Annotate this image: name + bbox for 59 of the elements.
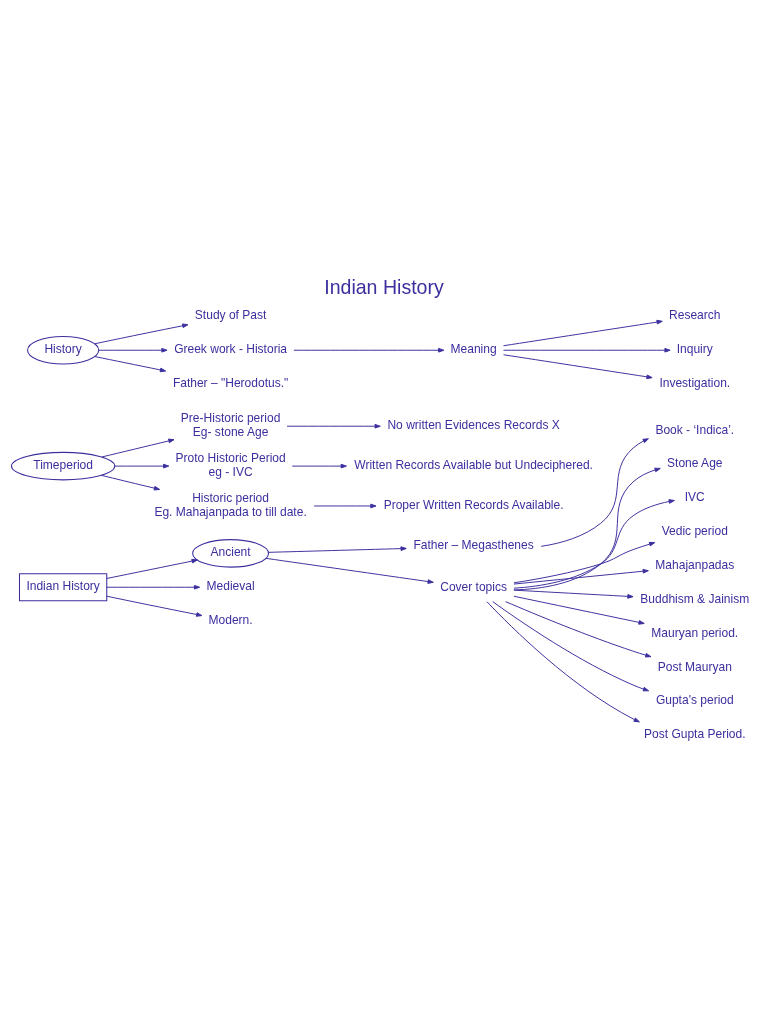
node-text: Gupta's period (655, 693, 734, 708)
node-text: Proto Historic Period eg - IVC (175, 451, 286, 479)
node-text: Medieval (206, 579, 255, 594)
arrow (313, 503, 377, 509)
node-text: Inquiry (676, 342, 713, 357)
arrow (101, 474, 161, 491)
arrow (540, 438, 649, 547)
node-text: Stone Age (667, 456, 723, 471)
node-text: Investigation. (659, 375, 731, 390)
node-text: Research (669, 308, 721, 323)
diagram-title: Indian History (324, 275, 444, 298)
arrow (513, 499, 675, 589)
arrow (492, 601, 650, 692)
node-text: Meaning (450, 342, 497, 357)
node-text: Post Mauryan (657, 659, 732, 674)
node-text: IVC (684, 490, 705, 505)
node-text: Buddhism & Jainism (640, 591, 750, 606)
node-text: No written Evidences Records X (387, 418, 560, 433)
arrow (513, 595, 645, 625)
node-text: Vedic period (661, 524, 728, 539)
arrow (291, 463, 347, 469)
arrow (106, 558, 198, 579)
arrow (286, 423, 381, 429)
arrow (98, 347, 168, 353)
node-text: Greek work - Historia (174, 342, 288, 357)
node-text: Proper Written Records Available. (383, 497, 564, 512)
arrow (101, 438, 175, 458)
node-text: Cover topics (440, 579, 507, 594)
arrow (503, 347, 671, 353)
arrow (114, 463, 170, 469)
arrow (505, 601, 652, 658)
arrow (503, 319, 663, 347)
node-text: Post Gupta Period. (644, 727, 746, 742)
arrow (267, 546, 407, 553)
node-box: Indian History (18, 573, 108, 602)
node-text: Mahajanpadas (655, 558, 735, 573)
arrow (503, 354, 653, 380)
arrow (513, 467, 661, 591)
arrow (513, 568, 649, 585)
node-text: Father – Megasthenes (413, 538, 534, 553)
arrow (94, 323, 189, 345)
arrow (106, 584, 201, 590)
node-text: Written Records Available but Undeciphered. (354, 457, 593, 472)
node-text: Historic period Eg. Mahajanpada to till date. (154, 491, 307, 519)
arrow (106, 595, 203, 617)
arrow (486, 601, 640, 723)
arrow (513, 541, 656, 584)
arrow (94, 356, 167, 373)
node-ellipse: History (27, 335, 100, 365)
node-text: Book - ‘Indica’. (655, 422, 735, 437)
node-text: Study of Past (194, 308, 267, 323)
node-ellipse: Timeperiod (10, 451, 116, 481)
arrow (513, 589, 634, 599)
node-text: Pre-Historic period Eg- stone Age (180, 411, 281, 439)
node-text: Modern. (208, 612, 253, 627)
arrow (265, 557, 434, 584)
node-text: Mauryan period. (651, 625, 739, 640)
arrow (293, 347, 445, 353)
node-text: Father – "Herodotus." (172, 375, 289, 390)
